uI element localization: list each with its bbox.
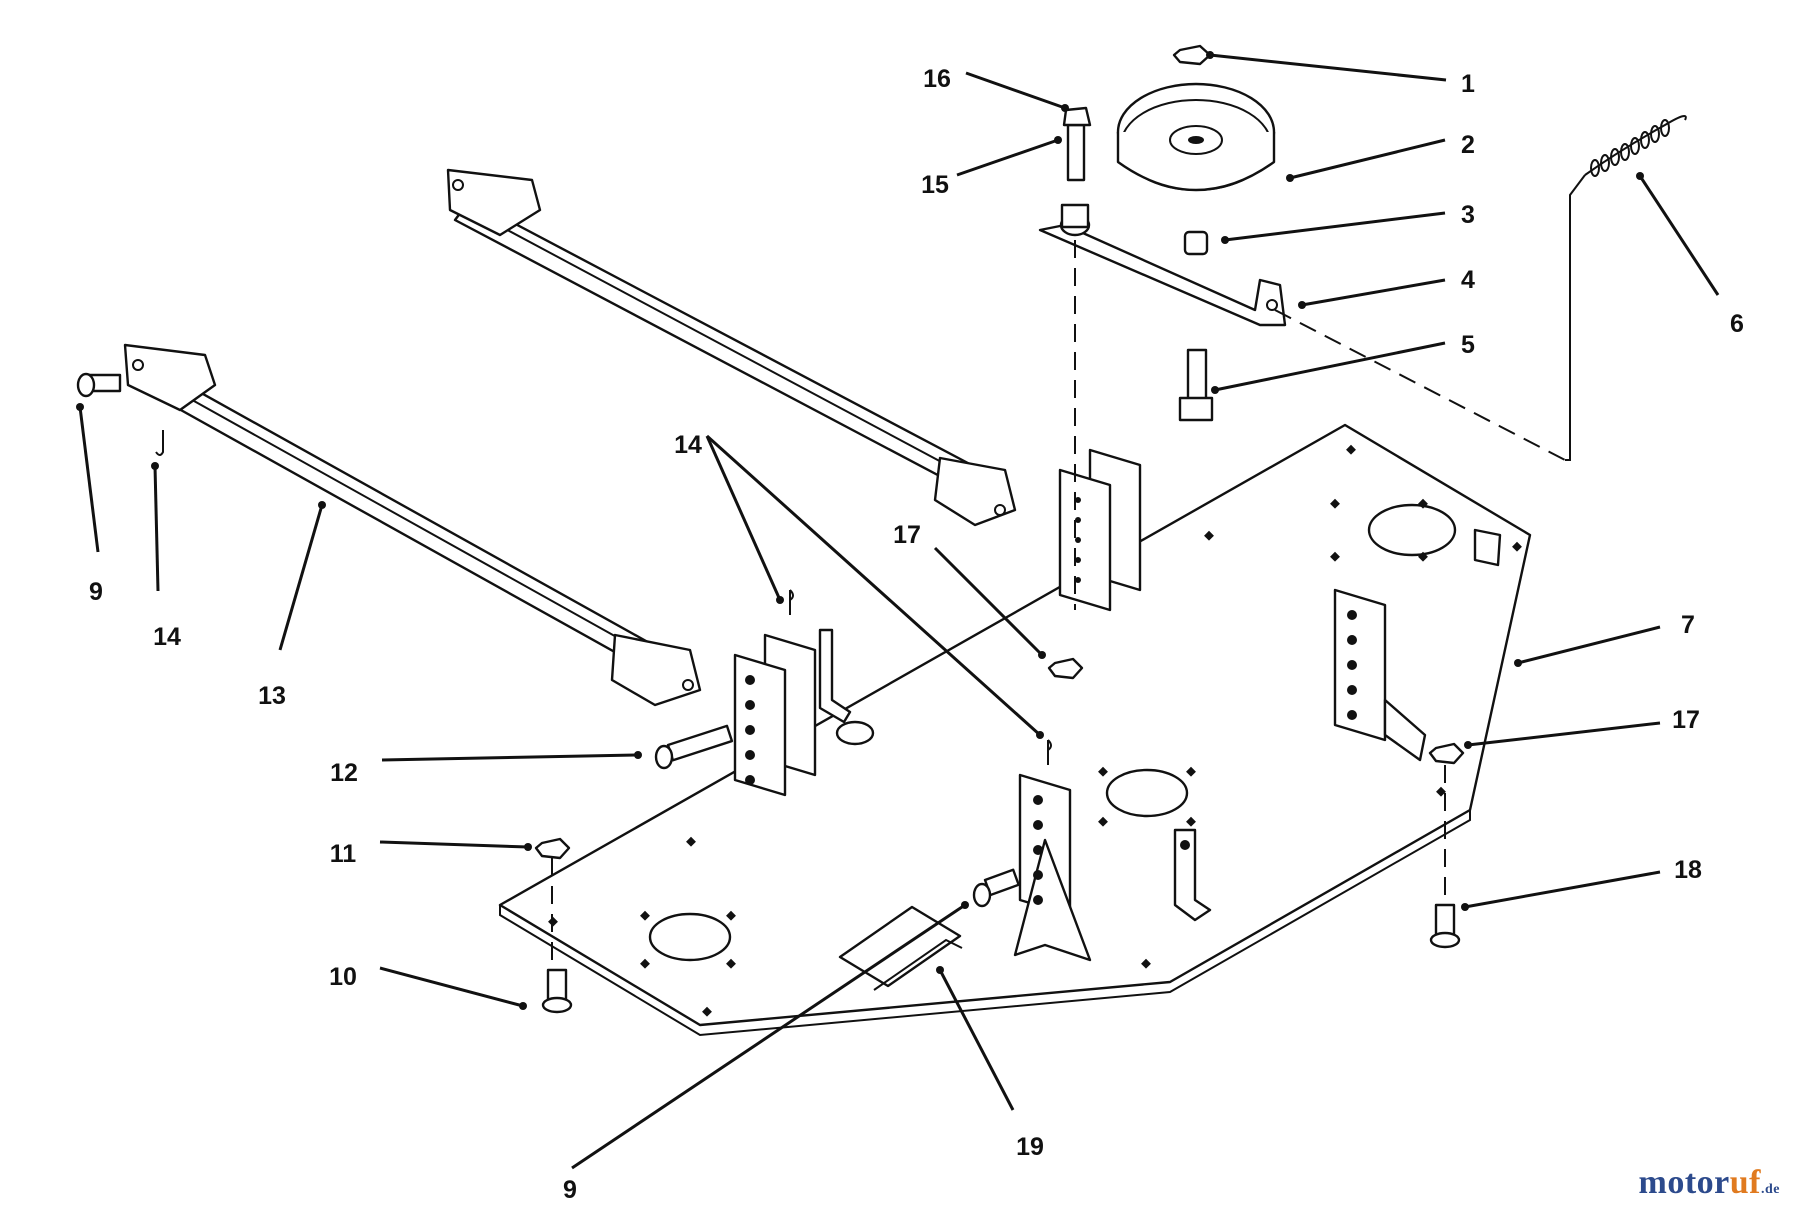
center-bracket-pair (1058, 448, 1142, 612)
small-l-bracket (1173, 828, 1212, 922)
callout-5: 5 (1461, 331, 1475, 359)
clevis-pin-left (76, 372, 122, 398)
callout-1: 1 (1461, 70, 1475, 98)
spacer (1183, 230, 1209, 256)
callout-12: 12 (330, 759, 358, 787)
callout-9-left: 9 (89, 578, 103, 606)
lift-arm-rear (446, 168, 1017, 527)
idler-arm (1038, 203, 1287, 327)
watermark-main: motor (1638, 1164, 1730, 1201)
watermark-suffix: .de (1761, 1182, 1780, 1197)
front-bracket (1013, 773, 1092, 962)
left-bracket-pair (733, 628, 852, 797)
callout-19: 19 (1016, 1133, 1044, 1161)
callout-13: 13 (258, 682, 286, 710)
callout-3: 3 (1461, 201, 1475, 229)
callout-labels: 1 2 3 4 5 6 7 9 14 13 12 11 10 16 15 14 … (89, 65, 1744, 1204)
top-nut (1172, 44, 1212, 66)
callout-16: 16 (923, 65, 951, 93)
callout-17-center: 17 (893, 521, 921, 549)
carriage-bolts (541, 903, 1461, 1014)
corner-block (1473, 528, 1502, 567)
callout-11: 11 (330, 840, 357, 868)
lift-arm-front (123, 343, 702, 707)
watermark-logo: motoruf.de (1639, 1164, 1780, 1202)
clevis-pin-12 (654, 724, 734, 770)
callout-17-right: 17 (1672, 706, 1700, 734)
callout-7: 7 (1681, 611, 1695, 639)
leader-lines (76, 51, 1720, 1170)
hex-nuts (534, 657, 1465, 860)
idler-pulley (1116, 82, 1276, 192)
callout-18: 18 (1674, 856, 1702, 884)
clevis-pin-front (972, 868, 1020, 908)
plate-holes (548, 444, 1522, 1017)
extension-spring (1565, 115, 1687, 461)
callout-10: 10 (329, 963, 357, 991)
callout-9-bottom: 9 (563, 1176, 577, 1204)
callout-4: 4 (1461, 266, 1475, 294)
watermark-accent: uf (1729, 1164, 1761, 1201)
callout-14-center: 14 (674, 431, 702, 459)
shoulder-bolt (1062, 106, 1092, 182)
callout-6: 6 (1730, 310, 1744, 338)
mounting-plate (498, 423, 1532, 1037)
callout-14-left: 14 (153, 623, 181, 651)
hair-pin-clips (155, 430, 1052, 765)
right-bracket (1333, 588, 1427, 762)
callout-15: 15 (921, 171, 949, 199)
callout-2: 2 (1461, 131, 1475, 159)
pulley-bolt (1178, 348, 1214, 422)
